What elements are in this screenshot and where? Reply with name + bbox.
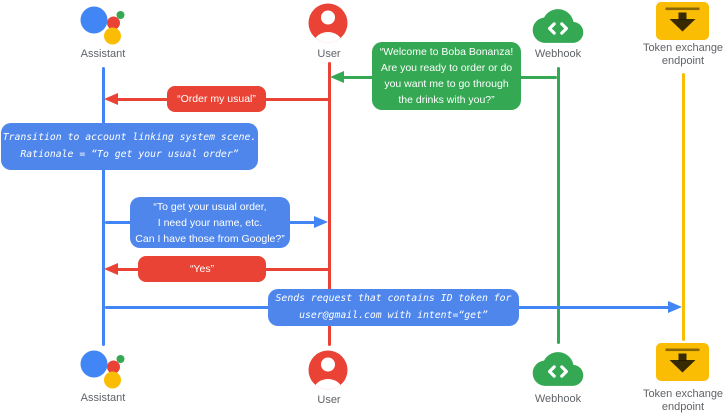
note-transition-account-linking: Transition to account linking system sce… [1,123,258,170]
assistant-icon [80,6,125,45]
user-lifeline [327,62,331,346]
arrow-user-to-assistant-order-head [103,92,118,105]
actor-label-webhook-top: Webhook [534,48,582,60]
webhook-lifeline [556,67,560,344]
actor-label-assistant-bottom: Assistant [80,392,126,404]
speech-bubble-ask-google: “To get your usual order, I need your na… [130,197,290,248]
webhook-icon-bottom [532,352,584,386]
speech-bubble-yes: “Yes” [138,256,266,282]
webhook-icon [532,9,584,43]
arrow-user-to-assistant-yes-head [103,262,118,275]
actor-label-user-top: User [317,48,341,60]
arrow-assistant-to-token-endpoint-head [668,300,682,313]
assistant-lifeline [101,67,105,346]
user-icon-bottom [308,350,348,390]
token-exchange-endpoint-icon-bottom [656,343,709,381]
assistant-icon-bottom [80,350,125,389]
user-icon [308,3,348,43]
actor-label-token-endpoint-bottom: Token exchange endpoint [642,388,724,413]
speech-bubble-welcome: “Welcome to Boba Bonanza! Are you ready … [372,42,521,110]
token-exchange-endpoint-icon [656,2,709,40]
actor-label-token-endpoint-top: Token exchange endpoint [642,42,724,67]
speech-bubble-order: “Order my usual” [167,86,266,112]
arrow-assistant-to-user-ask-head [314,215,328,228]
actor-label-user-bottom: User [317,394,341,406]
arrow-webhook-to-user-head [330,70,344,83]
actor-label-webhook-bottom: Webhook [534,393,582,405]
note-send-request: Sends request that contains ID token for… [268,289,519,326]
actor-label-assistant-top: Assistant [80,48,126,60]
token-endpoint-lifeline [681,73,685,341]
